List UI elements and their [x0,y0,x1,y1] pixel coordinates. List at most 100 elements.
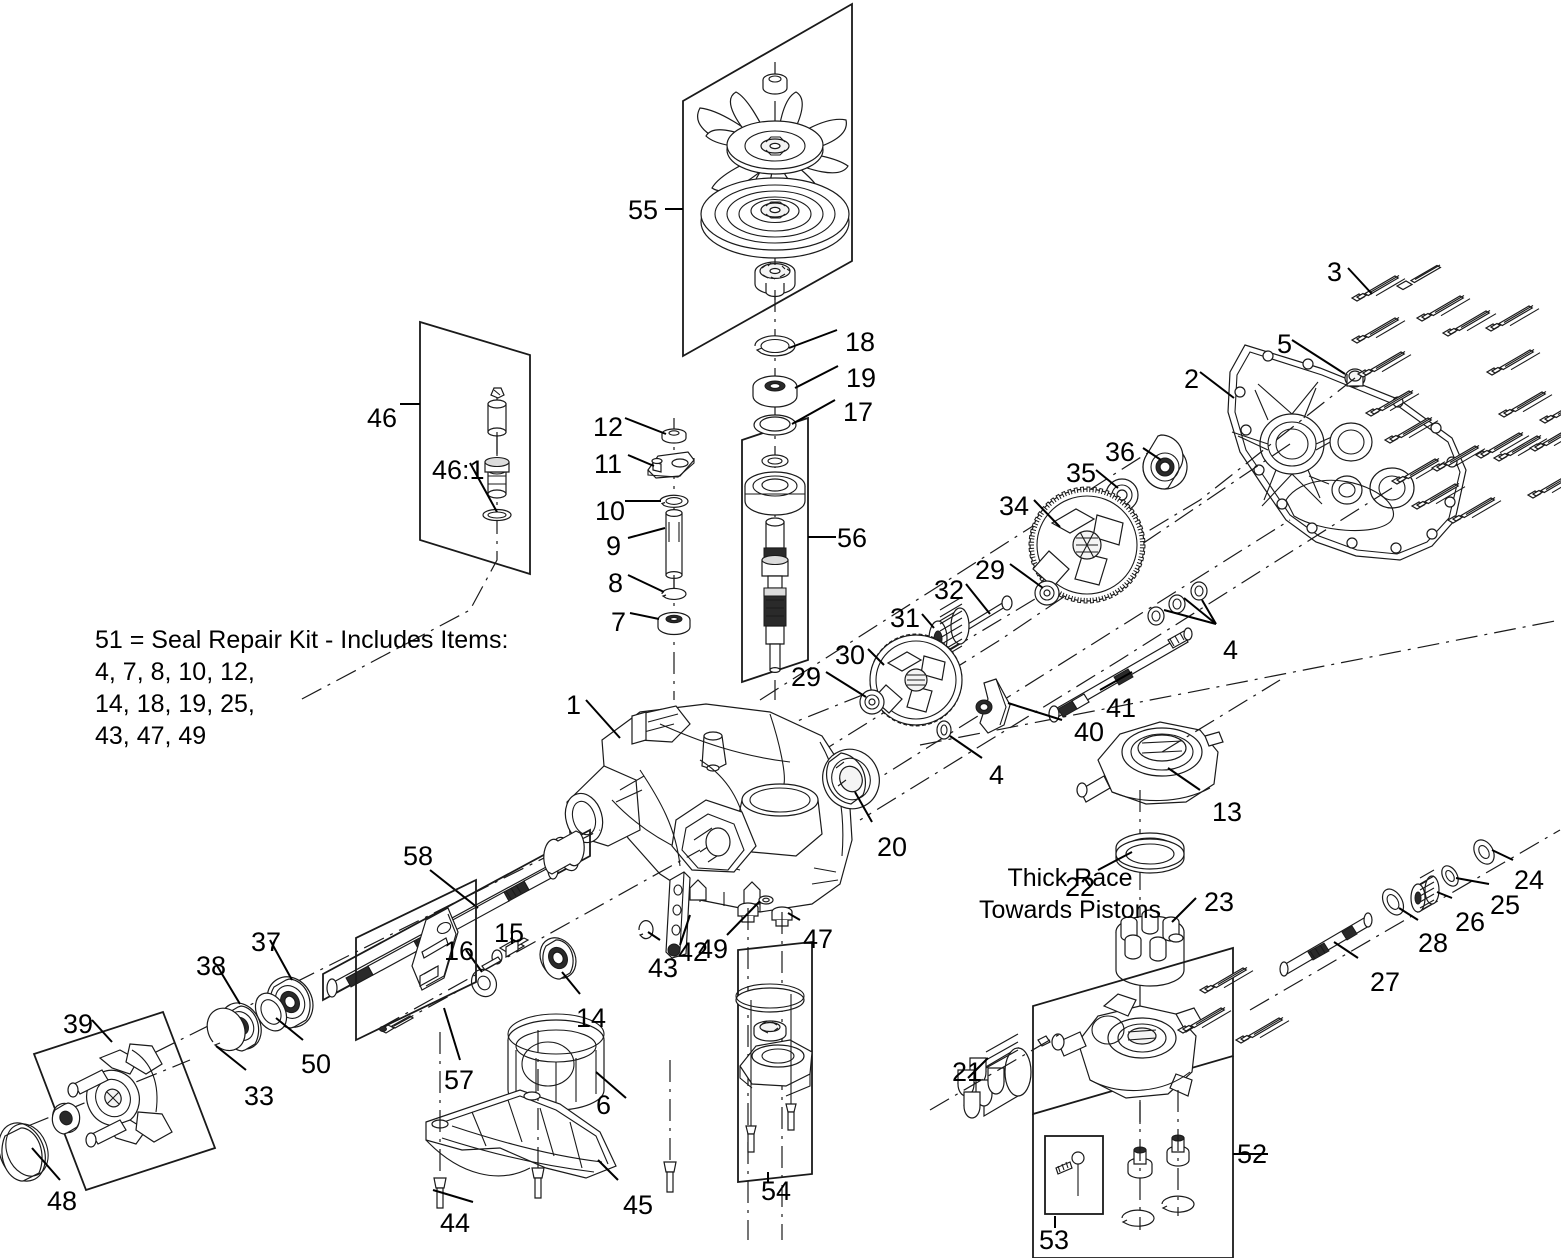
callout-39: 39 [63,1009,94,1039]
callout-27: 27 [1370,967,1401,997]
callout-8: 8 [608,568,624,598]
callout-34: 34 [999,491,1030,521]
link-arm-42-art [665,871,691,959]
callout-32: 32 [934,575,965,605]
callout-33: 33 [244,1081,275,1111]
o-ring-49-art [758,895,774,905]
axle-hub-art [27,1043,191,1148]
callout-56: 56 [837,523,868,553]
callout-40: 40 [1074,717,1105,747]
callout-4a: 4 [1223,635,1239,665]
detail-box-57 [355,878,477,1042]
main-housing-art [564,703,853,913]
bearing-14-art [539,937,577,980]
callout-23: 23 [1204,887,1235,917]
snap-ring-33-art [206,1007,246,1052]
callout-25: 25 [1490,890,1521,920]
o-ring-group-4 [1147,581,1208,626]
callout-15: 15 [494,918,525,948]
callout-48: 48 [47,1186,78,1216]
swash-plate-13-art [1076,721,1224,805]
piston-block-21-art [929,1033,1061,1119]
callout-50: 50 [301,1049,332,1079]
callout-30: 30 [835,640,866,670]
fan-pulley-assembly-art [697,62,850,300]
callout-55: 55 [628,195,659,225]
washer-29b-art [859,689,885,715]
callout-21: 21 [952,1057,983,1087]
callout-38: 38 [196,951,227,981]
callout-18: 18 [845,327,876,357]
charge-pump-art [1037,993,1203,1099]
thrust-bearing-22-art [1115,832,1185,874]
drive-gear-34-art [1028,486,1146,604]
callout-36: 36 [1105,437,1136,467]
thick-race-note: Thick Race Towards Pistons [978,864,1162,924]
input-shaft-art [744,290,806,700]
callout-35: 35 [1066,458,1097,488]
callout-2: 2 [1184,364,1200,394]
callout-10: 10 [595,496,626,526]
callout-28: 28 [1418,928,1449,958]
callout-29b: 29 [791,662,822,692]
wheel-hub-48-art [0,1122,49,1182]
bypass-valve-art [299,387,512,701]
gear-26-art [1410,869,1440,914]
o-ring-4-single [936,720,952,740]
washer-16-art [470,968,498,998]
callout-44: 44 [440,1208,471,1238]
callout-22: 22 [1065,872,1096,902]
callout-20: 20 [877,832,908,862]
callout-14: 14 [576,1003,607,1033]
detail-box-53 [1044,1135,1104,1215]
callout-9: 9 [606,531,622,561]
bearing-36-art [1142,434,1188,490]
callout-7: 7 [611,607,627,637]
callout-29a: 29 [975,555,1006,585]
callout-52: 52 [1237,1139,1268,1169]
pump-shaft-27-art [1279,912,1373,977]
callout-58: 58 [403,841,434,871]
detail-box-39 [32,1010,217,1192]
callout-31: 31 [890,603,921,633]
callout-13: 13 [1212,797,1243,827]
callout-3: 3 [1327,257,1343,287]
callout-46-1: 46:1 [432,455,485,485]
callout-41: 41 [1106,693,1137,723]
trunnion-arm-40-art [975,678,1011,734]
gear-30-art [869,633,963,727]
callout-6: 6 [596,1090,612,1120]
callout-43: 43 [648,953,679,983]
callout-47: 47 [803,924,834,954]
callout-49: 49 [698,934,729,964]
washer-28-art [1381,888,1405,916]
control-linkage-art [647,418,695,700]
callout-42: 42 [678,937,709,967]
callout-37: 37 [251,927,282,957]
callout-24: 24 [1514,865,1545,895]
seal-20-art [822,748,880,810]
cover-plate-57-art [378,907,461,1034]
callout-54: 54 [761,1176,792,1206]
spacer-ring-art [543,830,585,875]
detail-box-55 [682,2,853,358]
callout-11: 11 [594,449,623,479]
callout-1: 1 [566,690,582,720]
callout-45: 45 [623,1190,654,1220]
reservoir-54-art [735,983,813,1153]
cylinder-block-23-art [1115,909,1185,987]
detail-box-56 [741,416,809,684]
callout-57: 57 [444,1065,475,1095]
callout-19: 19 [846,363,877,393]
callout-12: 12 [593,412,624,442]
seal-25-art [1441,865,1459,887]
callout-46: 46 [367,403,398,433]
check-valve-group [1121,1090,1195,1230]
washer-24-art [1473,839,1495,865]
detail-box-54 [737,940,813,1184]
callout-17: 17 [843,397,874,427]
callout-16: 16 [444,936,475,966]
callout-5: 5 [1277,329,1293,359]
